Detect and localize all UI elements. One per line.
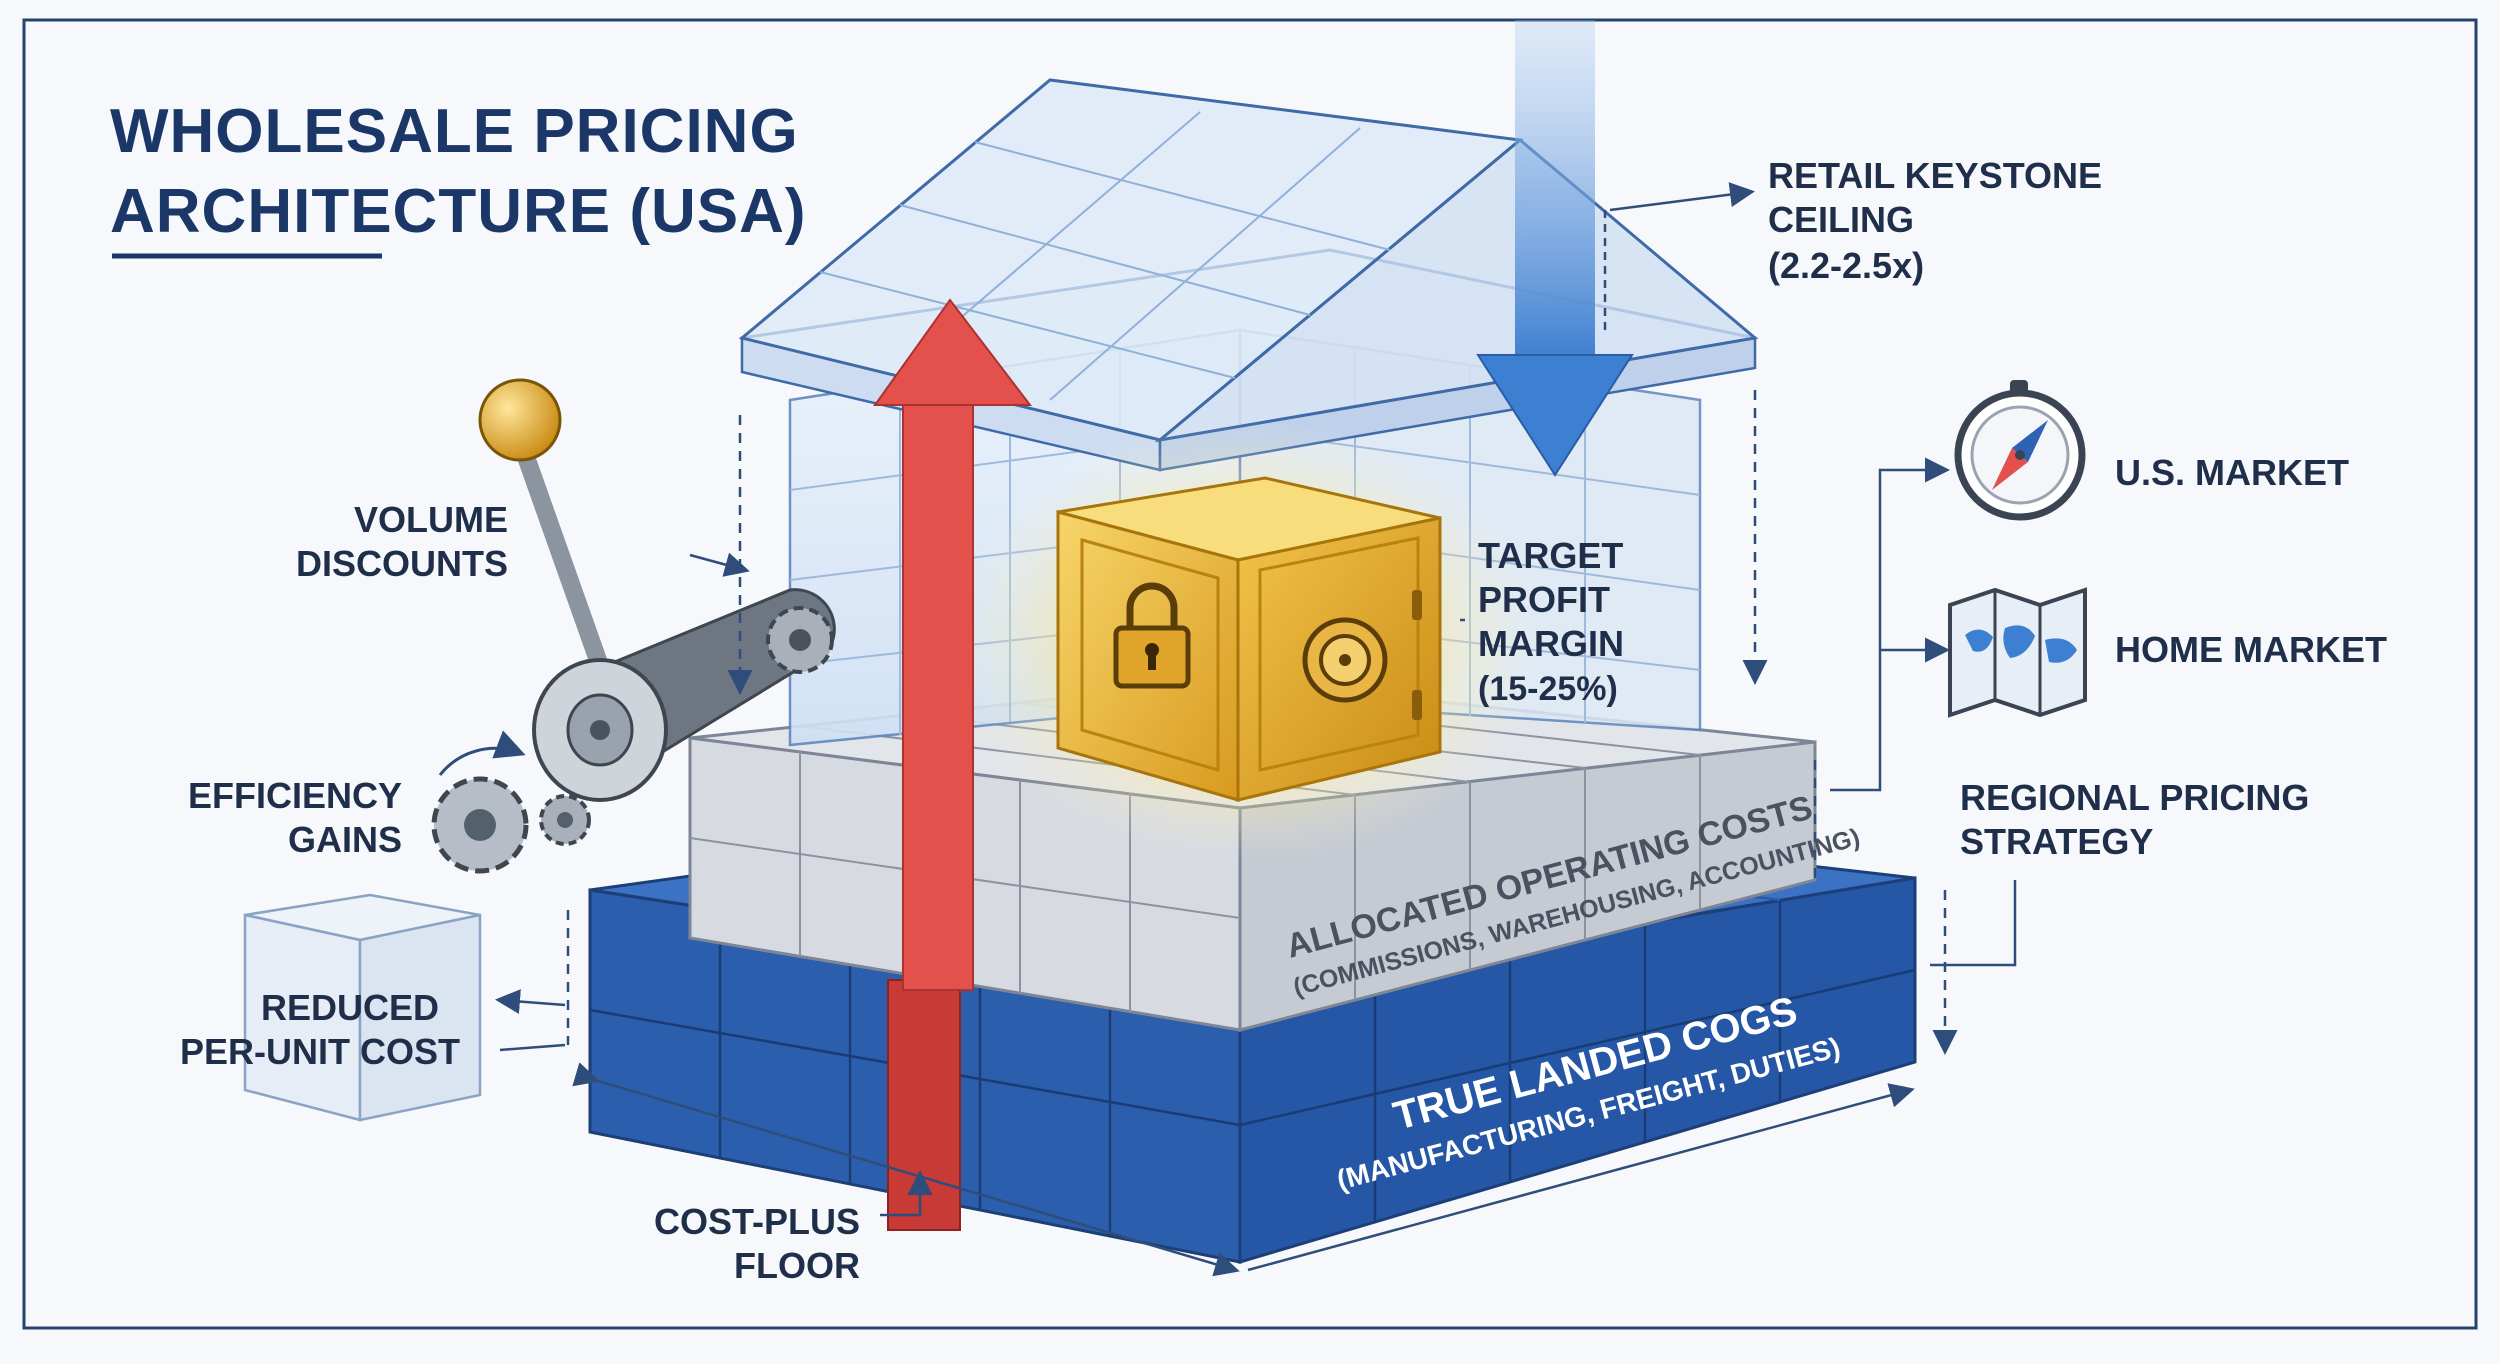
regional-strategy-line-1: REGIONAL PRICING	[1960, 777, 2309, 818]
outer-frame	[22, 18, 2478, 1330]
ceiling-arrow	[1476, 20, 1634, 477]
gear-icon	[539, 794, 591, 846]
padlock-icon	[1113, 582, 1191, 689]
gear-icon	[431, 776, 529, 874]
ceiling-label-line-3: (2.2-2.5x)	[1768, 245, 1924, 286]
efficiency-gains-line-2: GAINS	[288, 819, 402, 860]
title-line-2: ARCHITECTURE (USA)	[110, 177, 807, 246]
reduced-cost-line-1: REDUCED	[261, 987, 439, 1028]
target-profit-label-line-3: MARGIN	[1478, 623, 1624, 664]
lever-icon	[478, 378, 614, 689]
compass-icon	[1954, 380, 2086, 521]
target-profit-label-line-1: TARGET	[1478, 535, 1623, 576]
target-profit-label-line-2: PROFIT	[1478, 579, 1610, 620]
combination-dial-icon	[1302, 590, 1422, 720]
ceiling-label-line-2: CEILING	[1768, 199, 1914, 240]
home-market-label: HOME MARKET	[2115, 629, 2387, 670]
reduced-cost-cube	[243, 893, 482, 1122]
lever-mechanism	[431, 378, 836, 874]
ceiling-label-line-1: RETAIL KEYSTONE	[1768, 155, 2102, 196]
world-map-icon	[1948, 587, 2087, 718]
volume-discounts-line-1: VOLUME	[354, 499, 508, 540]
efficiency-gains-line-1: EFFICIENCY	[188, 775, 402, 816]
cost-plus-floor-line-1: COST-PLUS	[654, 1201, 860, 1242]
target-profit-label-line-4: (15-25%)	[1478, 670, 1618, 708]
regional-strategy-line-2: STRATEGY	[1960, 821, 2153, 862]
reduced-cost-line-2: PER-UNIT COST	[180, 1031, 460, 1072]
profit-safe	[945, 420, 1545, 860]
volume-discounts-line-2: DISCOUNTS	[296, 543, 508, 584]
gear-icon	[766, 606, 834, 674]
us-market-label: U.S. MARKET	[2115, 452, 2349, 493]
cost-plus-floor-line-2: FLOOR	[734, 1245, 860, 1286]
title-line-1: WHOLESALE PRICING	[110, 97, 799, 166]
leader-lines	[495, 182, 2017, 1277]
